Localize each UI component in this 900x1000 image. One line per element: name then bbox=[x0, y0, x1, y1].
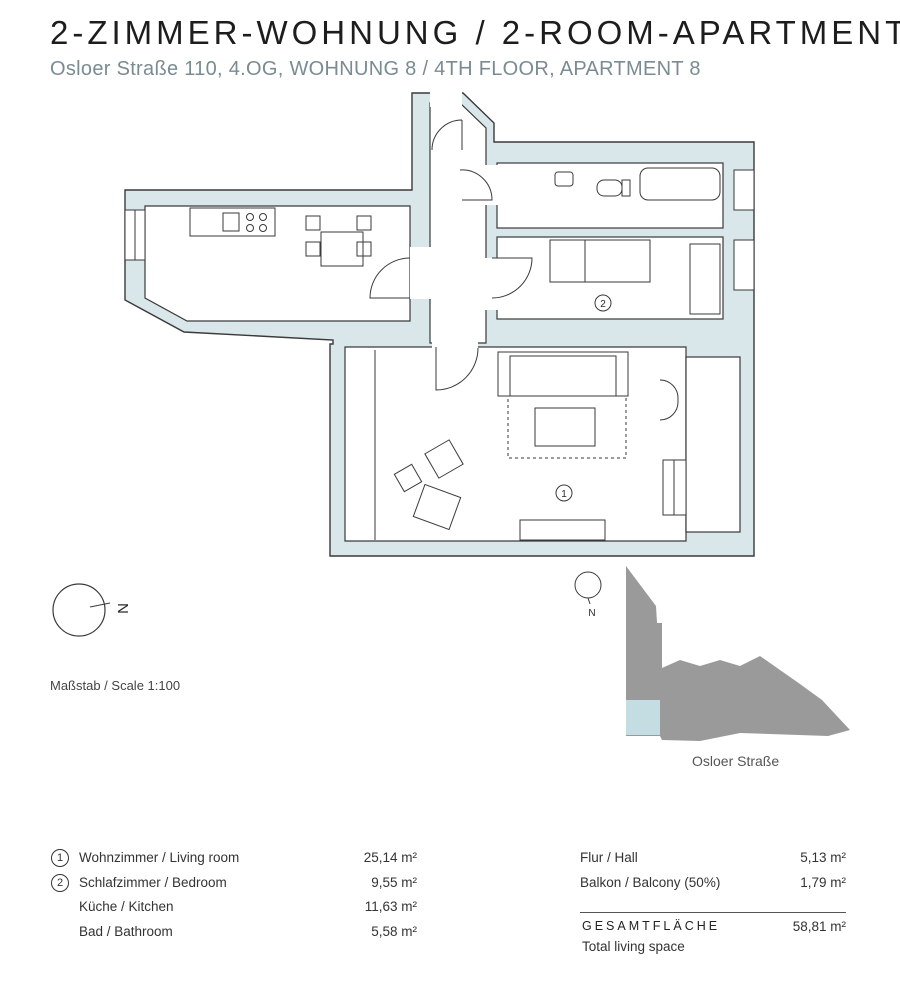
area-row: Küche / Kitchen 11,63 m² bbox=[51, 897, 417, 922]
area-value: 11,63 m² bbox=[364, 899, 417, 914]
bed-icon bbox=[549, 239, 651, 283]
wardrobe bbox=[689, 243, 721, 315]
window-bedroom bbox=[733, 239, 755, 291]
total-sublabel: Total living space bbox=[582, 939, 685, 954]
area-row: 1 Wohnzimmer / Living room 25,14 m² bbox=[51, 848, 417, 873]
site-plan bbox=[626, 566, 850, 741]
armchair-icon bbox=[393, 439, 464, 531]
area-value: 5,58 m² bbox=[371, 923, 417, 939]
total-label: GESAMTFLÄCHE bbox=[582, 919, 721, 933]
area-value: 9,55 m² bbox=[371, 874, 417, 890]
total-value: 58,81 m² bbox=[792, 919, 846, 934]
room-marker-2: 2 bbox=[594, 294, 612, 312]
scale-label: Maßstab / Scale 1:100 bbox=[50, 678, 181, 693]
kitchen-counter bbox=[189, 207, 276, 237]
area-value: 5,13 m² bbox=[800, 850, 846, 865]
area-row: 2 Schlafzimmer / Bedroom 9,55 m² bbox=[51, 873, 417, 898]
svg-text:N: N bbox=[588, 608, 595, 619]
kitchen-room bbox=[144, 205, 411, 322]
area-label: Wohnzimmer / Living room bbox=[79, 850, 240, 865]
living-door-icon bbox=[435, 347, 479, 391]
unit-highlight bbox=[626, 700, 660, 735]
area-label: Bad / Bathroom bbox=[79, 923, 173, 939]
stove-icon bbox=[246, 213, 267, 232]
balcony-door-icon bbox=[659, 379, 679, 421]
dining-table bbox=[320, 231, 364, 267]
total-divider bbox=[580, 912, 846, 913]
street-label: Osloer Straße bbox=[692, 753, 780, 769]
kitchen-door-icon bbox=[369, 257, 411, 299]
window-bath bbox=[733, 169, 755, 211]
area-table-right: Flur / Hall 5,13 m² Balkon / Balcony (50… bbox=[580, 848, 846, 897]
room-number-badge: 2 bbox=[51, 873, 69, 892]
page-title: 2-ZIMMER-WOHNUNG / 2-ROOM-APARTMENT bbox=[50, 14, 900, 51]
area-row: Flur / Hall 5,13 m² bbox=[580, 848, 846, 873]
room-marker-1: 1 bbox=[555, 484, 573, 502]
svg-text:1: 1 bbox=[561, 489, 567, 500]
svg-text:2: 2 bbox=[600, 299, 606, 310]
sink-icon bbox=[222, 212, 240, 232]
area-value: 25,14 m² bbox=[363, 850, 417, 865]
bathtub-icon bbox=[639, 167, 721, 201]
entrance-door-icon bbox=[431, 119, 463, 151]
area-label: Flur / Hall bbox=[580, 850, 638, 865]
toilet-icon bbox=[596, 179, 631, 197]
coffee-table bbox=[534, 407, 596, 447]
area-label: Balkon / Balcony (50%) bbox=[580, 874, 721, 890]
area-label: Küche / Kitchen bbox=[79, 899, 174, 914]
svg-text:N: N bbox=[114, 603, 131, 614]
area-row: Balkon / Balcony (50%) 1,79 m² bbox=[580, 873, 846, 898]
balcony-area bbox=[685, 356, 741, 533]
living-room bbox=[344, 346, 687, 542]
basin-icon bbox=[554, 171, 574, 187]
bath-door-icon bbox=[459, 169, 493, 201]
area-value: 1,79 m² bbox=[800, 874, 846, 890]
area-label: Schlafzimmer / Bedroom bbox=[79, 874, 227, 890]
area-table-left: 1 Wohnzimmer / Living room 25,14 m² 2 Sc… bbox=[51, 848, 417, 946]
area-row: Bad / Bathroom 5,58 m² bbox=[51, 922, 417, 947]
tv-console bbox=[519, 519, 606, 541]
page-subtitle: Osloer Straße 110, 4.OG, WOHNUNG 8 / 4TH… bbox=[50, 58, 701, 80]
bedroom-door-icon bbox=[491, 257, 533, 299]
north-compass-icon: N bbox=[52, 583, 131, 637]
site-north-icon: N bbox=[574, 571, 602, 619]
room-number-badge: 1 bbox=[51, 849, 69, 867]
hall-room bbox=[429, 102, 487, 344]
